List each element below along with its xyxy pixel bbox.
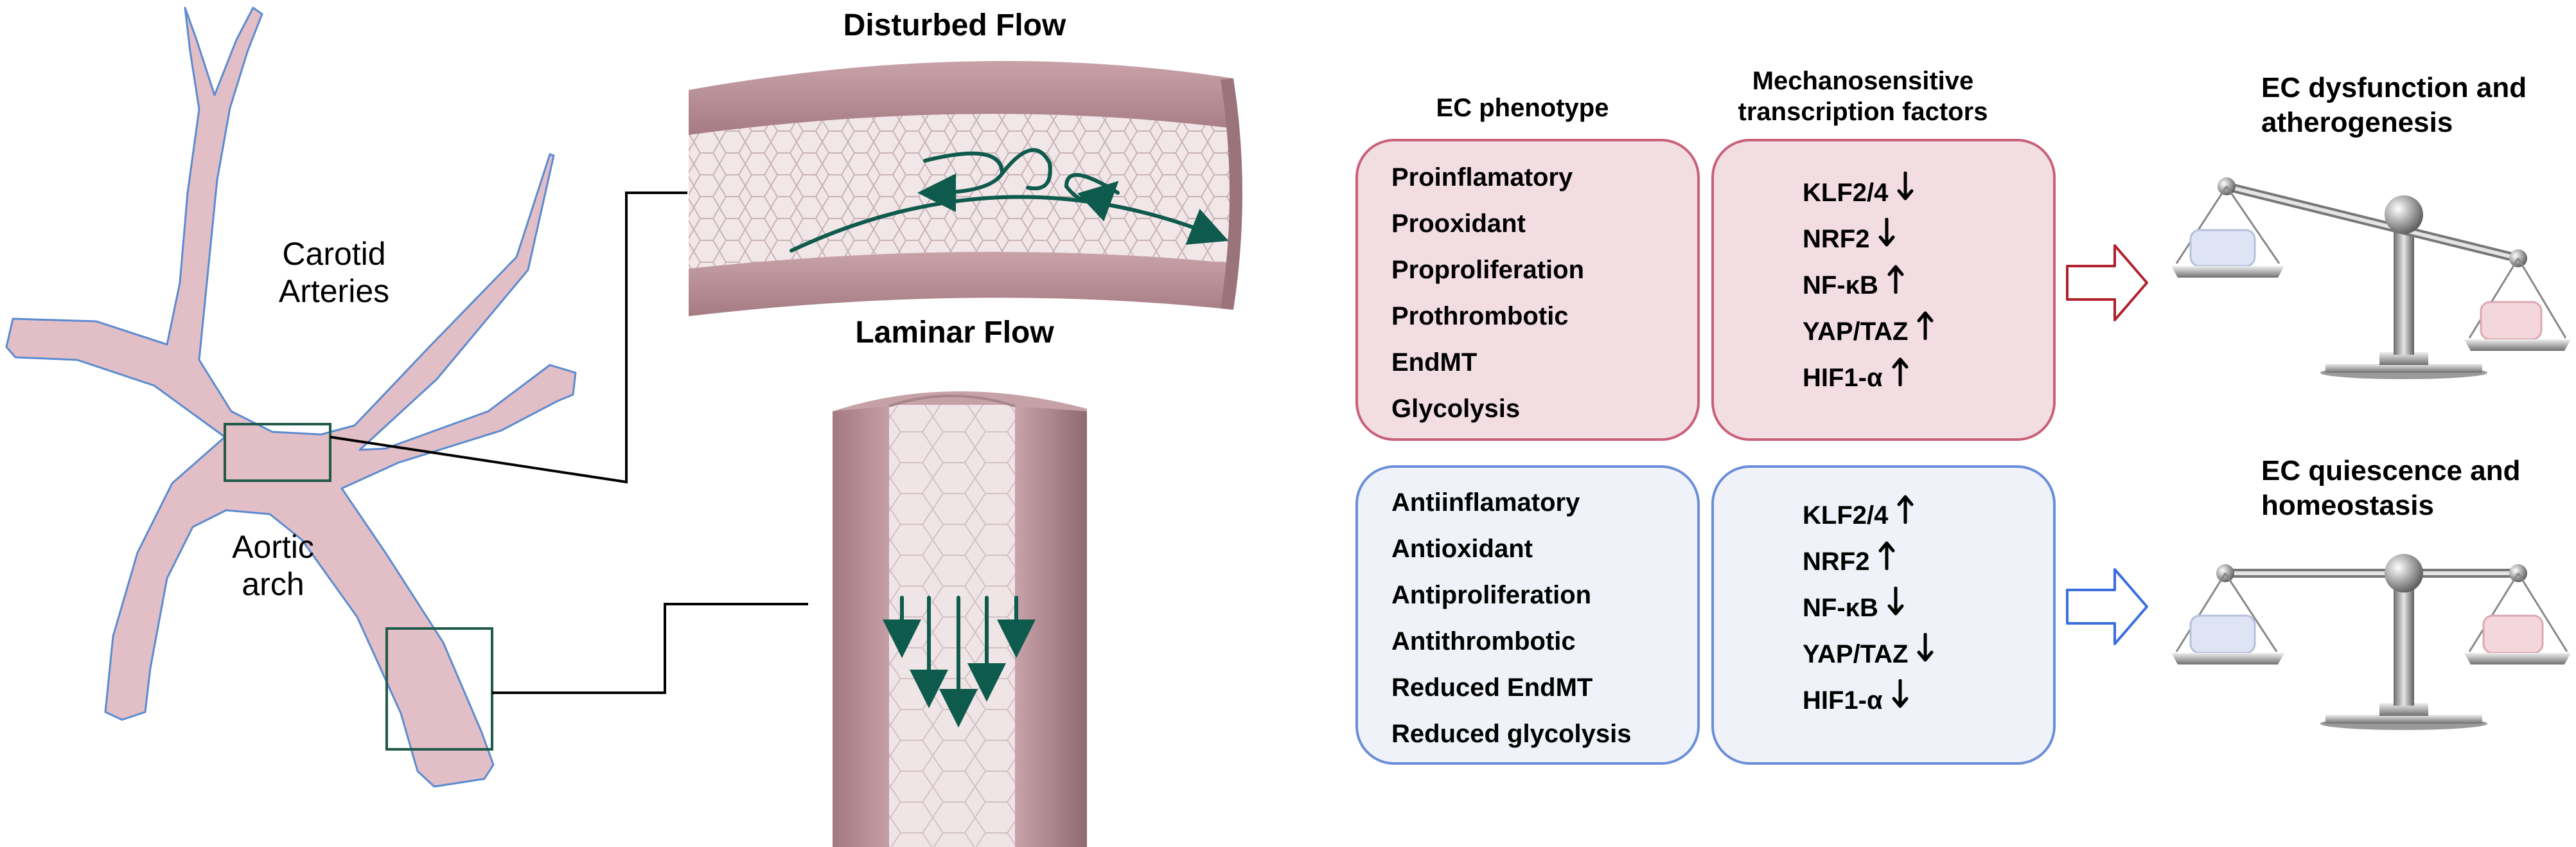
laminar-flow-vessel [833, 391, 1087, 847]
disturbed-vessel-end-cap [1221, 78, 1242, 310]
factor-item: KLF2/4 [1803, 492, 1934, 539]
factor-direction [1897, 170, 1914, 216]
disturbed-vessel-outer-top [689, 60, 1233, 135]
laminar-vessel-inner-top [888, 395, 1016, 407]
transcription-factors-header: Mechanosensitive transcription factors [1738, 67, 1988, 126]
arrow-down-icon [1887, 586, 1904, 616]
arrow-down-icon [1917, 632, 1934, 662]
factor-name: NRF2 [1803, 225, 1870, 253]
disturbed-flow-vessel [689, 60, 1242, 316]
laminar-vessel-lumen [889, 405, 1015, 847]
laminar-outcome-arrow [2066, 568, 2148, 645]
phenotype-item: Proproliferation [1391, 256, 1585, 284]
disturbed-flow-title: Disturbed Flow [843, 8, 1066, 42]
factor-item: HIF1-α [1803, 677, 1934, 724]
disturbed-flow-arrows [790, 148, 1229, 253]
factor-item: YAP/TAZ [1803, 631, 1934, 677]
descending-aorta-frame [385, 627, 493, 751]
disturbed-outcome-label: EC dysfunction and atherogenesis [2261, 72, 2527, 138]
factor-direction [1897, 492, 1914, 539]
arrow-down-icon [1897, 171, 1914, 201]
factor-name: YAP/TAZ [1803, 317, 1909, 346]
factor-name: NF-κB [1803, 271, 1878, 299]
factor-name: YAP/TAZ [1803, 640, 1909, 668]
phenotype-item: EndMT [1391, 348, 1478, 377]
arrow-up-icon [1892, 357, 1909, 387]
factor-direction [1887, 262, 1904, 308]
disturbed-vessel-outer-bottom [689, 251, 1233, 316]
laminar-vessel-left-wall [833, 406, 889, 847]
aortic-arch-frame [224, 423, 331, 482]
factor-name: HIF1-α [1803, 364, 1883, 392]
factor-direction [1878, 539, 1895, 585]
factor-item: NF-κB [1803, 585, 1934, 631]
descending-connector-line [492, 603, 808, 694]
phenotype-item: Reduced glycolysis [1391, 720, 1632, 748]
arrow-down-icon [1892, 679, 1909, 708]
arch-connector-line [330, 192, 687, 484]
ec-phenotype-header: EC phenotype [1436, 94, 1609, 122]
factor-item: NRF2 [1803, 539, 1934, 585]
phenotype-item: Antithrombotic [1391, 627, 1576, 655]
arrow-up-icon [1917, 311, 1934, 341]
factor-direction [1917, 631, 1934, 677]
vessel-tree [5, 6, 808, 788]
phenotype-item: Prothrombotic [1391, 302, 1569, 330]
aortic-arch-label: Aortic arch [232, 529, 314, 602]
carotid-arteries-label: Carotid Arteries [278, 236, 390, 309]
arrow-up-icon [1897, 495, 1914, 524]
laminar-flow-title: Laminar Flow [855, 316, 1054, 350]
phenotype-item: Antiinflamatory [1391, 488, 1580, 517]
phenotype-item: Antioxidant [1391, 535, 1533, 563]
factor-direction [1892, 355, 1909, 401]
factor-name: KLF2/4 [1803, 501, 1889, 530]
laminar-flow-arrows [883, 596, 1036, 727]
factor-name: NF-κB [1803, 594, 1878, 622]
factor-direction [1892, 677, 1909, 724]
phenotype-item: Reduced EndMT [1391, 673, 1593, 702]
aortic-vessel-body [5, 6, 577, 788]
factor-name: KLF2/4 [1803, 179, 1889, 207]
phenotype-item: Antiproliferation [1391, 581, 1592, 609]
arrow-up-icon [1878, 541, 1895, 571]
laminar-vessel-right-wall [1015, 406, 1087, 847]
factor-name: HIF1-α [1803, 686, 1883, 715]
factor-item: HIF1-α [1803, 355, 1934, 401]
factor-direction [1917, 308, 1934, 355]
arrow-down-icon [1878, 217, 1895, 247]
phenotype-item: Proinflamatory [1391, 163, 1573, 192]
factor-direction [1878, 216, 1895, 262]
phenotype-item: Prooxidant [1391, 210, 1526, 238]
factor-item: NRF2 [1803, 216, 1934, 262]
factor-item: NF-κB [1803, 262, 1934, 308]
arrow-up-icon [1887, 265, 1904, 294]
factor-direction [1887, 585, 1904, 631]
factor-name: NRF2 [1803, 548, 1870, 576]
disturbed-outcome-arrow [2066, 244, 2148, 321]
balance-scale-icon [2171, 554, 2571, 730]
balance-scale-icon [2171, 177, 2571, 379]
laminar-outcome-label: EC quiescence and homeostasis [2261, 455, 2521, 521]
factor-item: YAP/TAZ [1803, 308, 1934, 355]
phenotype-item: Glycolysis [1391, 395, 1521, 423]
factor-item: KLF2/4 [1803, 170, 1934, 216]
